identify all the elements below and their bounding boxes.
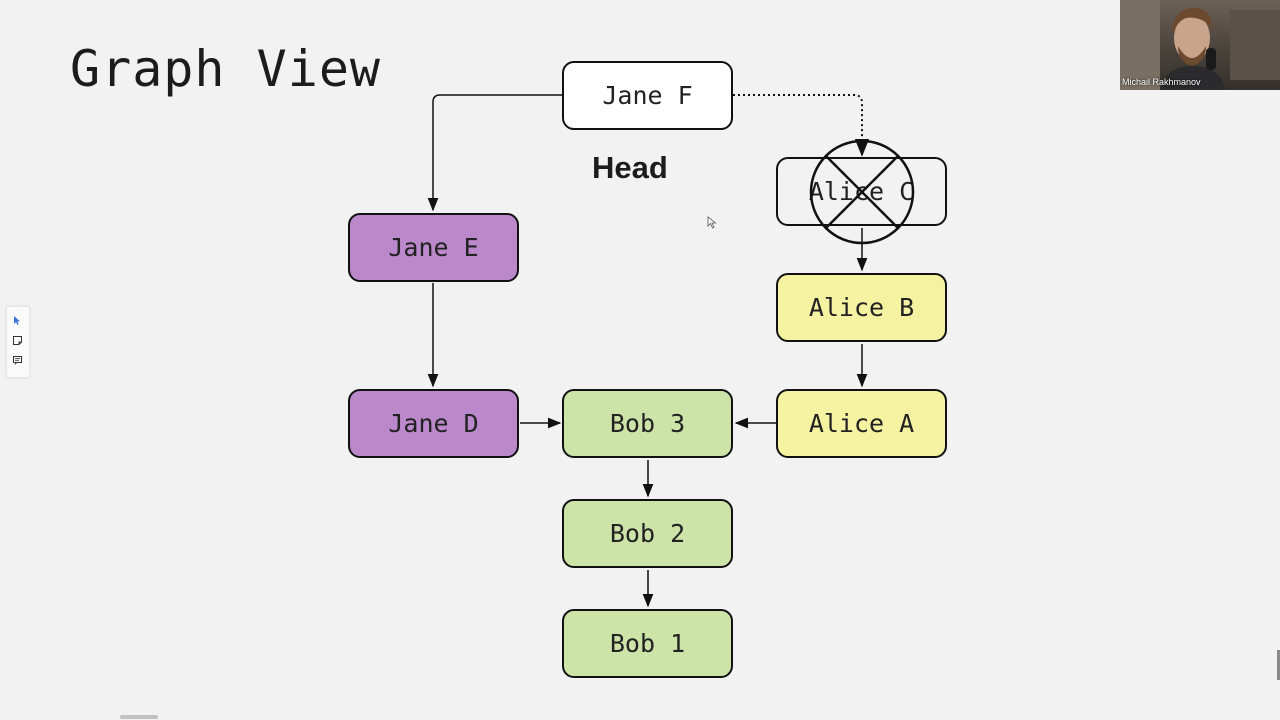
edge-jane-f-to-alice-c [733,94,870,157]
node-bob-1[interactable]: Bob 1 [562,609,733,678]
pointer-icon[interactable] [12,315,23,326]
node-jane-e[interactable]: Jane E [348,213,519,282]
node-bob-2[interactable]: Bob 2 [562,499,733,568]
page-title: Graph View [70,40,382,98]
head-label: Head [592,150,668,185]
node-alice-c[interactable]: Alice C [776,157,947,226]
edge-jane-f-to-jane-e [427,94,563,212]
node-jane-d[interactable]: Jane D [348,389,519,458]
horizontal-scrollbar[interactable] [120,715,158,719]
node-jane-f[interactable]: Jane F [562,61,733,130]
node-alice-a[interactable]: Alice A [776,389,947,458]
node-alice-b[interactable]: Alice B [776,273,947,342]
vertical-scrollbar[interactable] [1277,650,1280,680]
node-bob-3[interactable]: Bob 3 [562,389,733,458]
mouse-cursor-icon [707,216,717,229]
participant-name: Michail Rakhmanov [1122,77,1201,87]
participant-avatar [1120,0,1280,90]
participant-video[interactable]: Michail Rakhmanov [1120,0,1280,90]
comment-icon[interactable] [12,355,23,366]
sticky-note-icon[interactable] [12,335,23,346]
drawing-toolbar [6,306,30,378]
